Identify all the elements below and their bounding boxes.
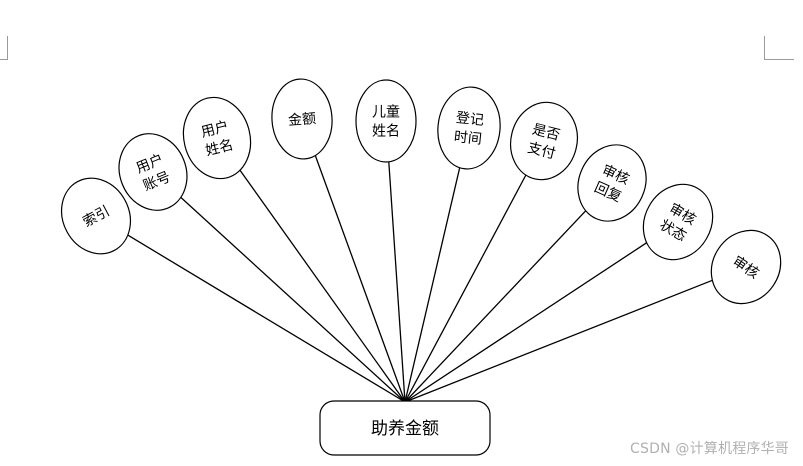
attribute-label-line: 金额 (288, 111, 317, 129)
attribute-ellipse (182, 96, 252, 180)
connector-line-4 (314, 155, 406, 403)
attribute-label: 用户姓名 (199, 118, 235, 160)
attribute-7: 是否支付 (510, 101, 578, 181)
attribute-4: 金额 (271, 78, 333, 160)
attribute-ellipse (60, 177, 132, 255)
attribute-10: 审核 (710, 229, 782, 305)
attribute-ellipse (271, 78, 333, 160)
attribute-label: 儿童姓名 (372, 104, 400, 140)
attribute-label: 是否支付 (526, 122, 562, 163)
attribute-ellipse (642, 183, 714, 261)
attribute-label: 登记时间 (453, 110, 485, 148)
connector-line-7 (404, 174, 527, 403)
attribute-label-line: 姓名 (372, 124, 400, 140)
attribute-ellipse (355, 79, 417, 163)
entity-box: 助养金额 (319, 400, 491, 456)
watermark: CSDN @计算机程序华哥 (630, 441, 789, 457)
attribute-ellipse (577, 144, 647, 222)
attribute-label-line: 姓名 (204, 137, 235, 159)
attribute-label-line: 儿童 (372, 104, 400, 121)
crop-mark-left-vertical (7, 36, 8, 60)
attribute-1: 索引 (60, 177, 132, 255)
attribute-8: 审核回复 (577, 144, 647, 222)
connector-lines (127, 155, 713, 403)
attribute-label-line: 是否 (531, 122, 562, 144)
connector-line-9 (404, 242, 648, 403)
connector-line-8 (404, 210, 587, 403)
connector-line-6 (404, 167, 461, 403)
attribute-label: 金额 (288, 111, 317, 129)
attribute-ellipse (510, 101, 578, 181)
connector-line-10 (404, 279, 713, 403)
connector-line-3 (239, 169, 406, 403)
attribute-2: 用户账号 (118, 133, 188, 211)
entity-rect (319, 400, 491, 456)
crop-mark-right-horizontal (764, 59, 794, 60)
attribute-3: 用户姓名 (182, 96, 252, 180)
attribute-label-line: 用户 (199, 118, 230, 141)
entity-label: 助养金额 (371, 419, 439, 439)
attribute-label-line: 时间 (453, 129, 483, 148)
attribute-ellipses: 索引用户账号用户姓名金额儿童姓名登记时间是否支付审核回复审核状态审核 (60, 78, 782, 305)
crop-mark-right-vertical (764, 36, 765, 60)
connector-line-5 (388, 161, 406, 403)
attribute-ellipse (710, 229, 782, 305)
connector-line-1 (127, 234, 406, 403)
attribute-label-line: 登记 (455, 110, 485, 129)
connector-line-2 (180, 196, 406, 403)
attribute-label-line: 支付 (526, 140, 557, 162)
attribute-ellipse (437, 86, 501, 170)
attribute-9: 审核状态 (642, 183, 714, 261)
attribute-5: 儿童姓名 (355, 79, 417, 163)
crop-mark-left-horizontal (0, 59, 8, 60)
attribute-ellipse (118, 133, 188, 211)
attribute-6: 登记时间 (437, 86, 501, 170)
